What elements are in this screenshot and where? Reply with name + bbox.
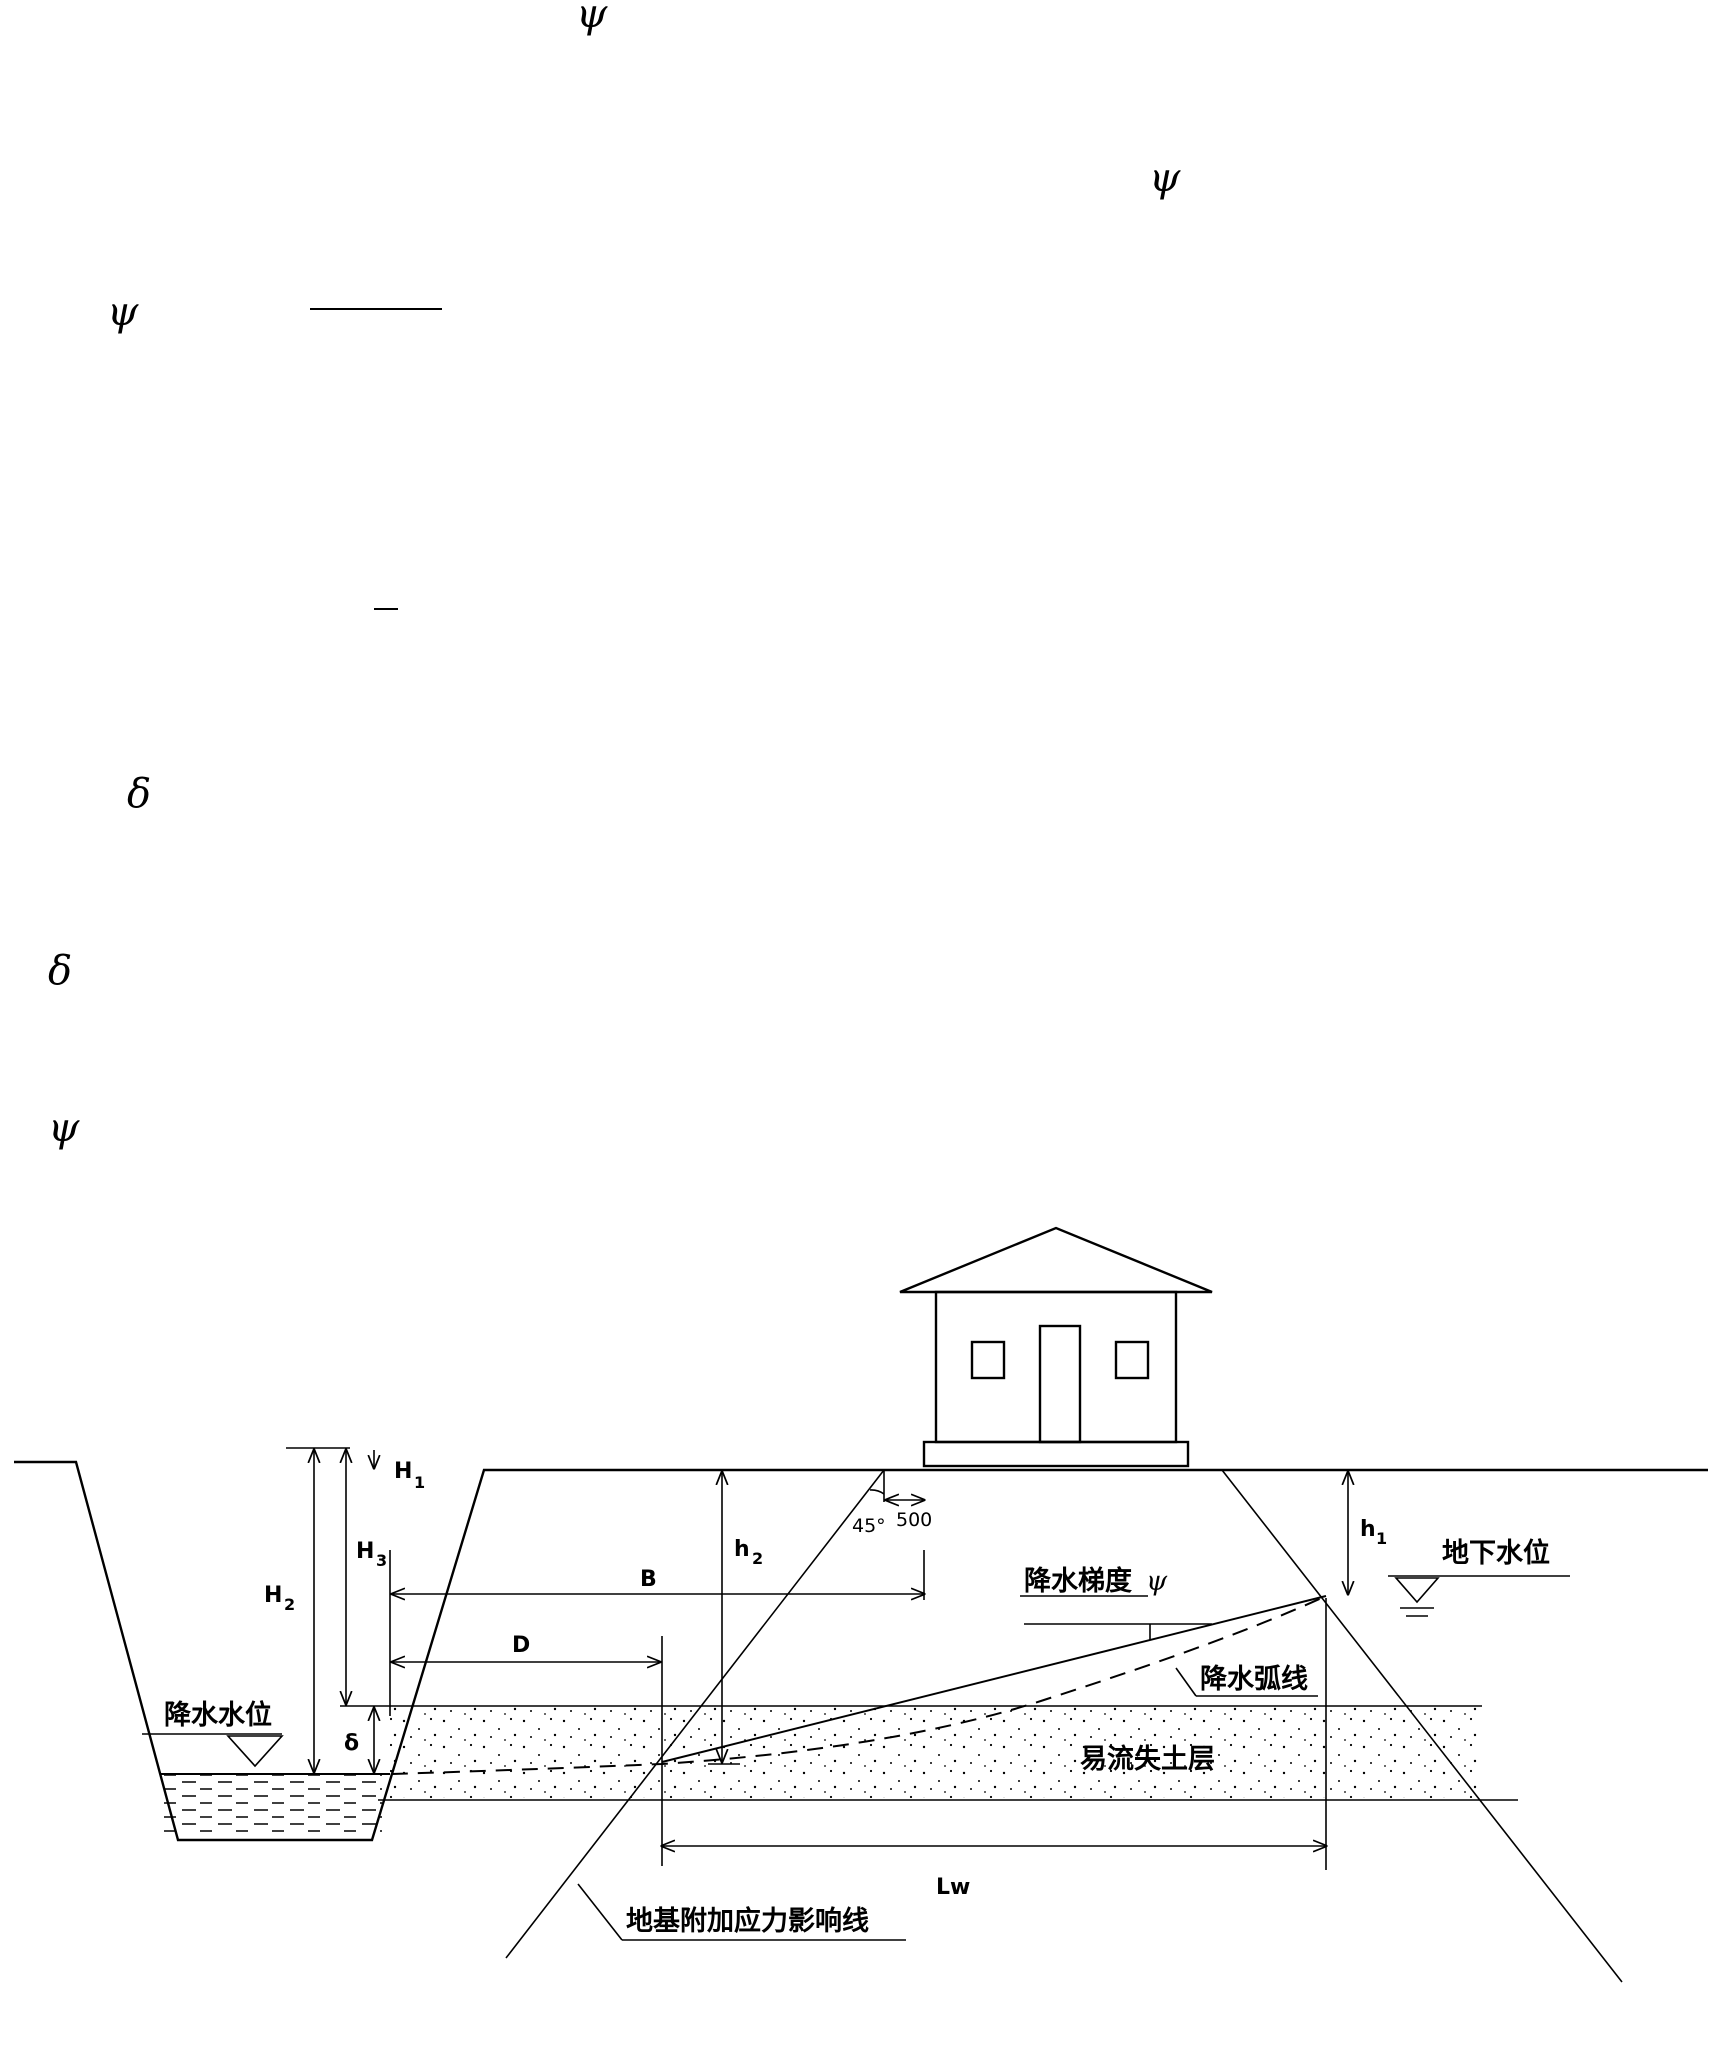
label-h2-main: h	[734, 1537, 750, 1562]
label-500: 500	[896, 1509, 932, 1531]
erodible-soil-layer	[390, 1706, 1482, 1798]
label-groundwater-level: 地下水位	[1442, 1537, 1550, 1569]
house-window-right	[1114, 1340, 1150, 1380]
label-H2-main: H	[264, 1583, 282, 1608]
label-angle: 45°	[852, 1515, 886, 1537]
label-h2-sub: 2	[752, 1549, 763, 1568]
label-foundation-stress-line: 地基附加应力影响线	[626, 1905, 869, 1937]
label-D: D	[512, 1633, 530, 1658]
angle-arc	[869, 1489, 885, 1495]
label-H1-sub: 1	[414, 1473, 425, 1492]
drawdown-gradient-line	[661, 1595, 1327, 1763]
label-drawdown-curve: 降水弧线	[1200, 1664, 1308, 1695]
house-roof	[899, 1226, 1213, 1294]
label-H2-sub: 2	[284, 1595, 295, 1614]
label-erodible-soil-layer: 易流失土层	[1080, 1744, 1215, 1775]
label-delta: δ	[344, 1731, 359, 1756]
psi-symbol-3: ψ	[107, 289, 139, 335]
ground-left-line	[14, 1460, 1708, 1842]
label-H1-main: H	[394, 1459, 412, 1484]
drawdown-curve	[391, 1595, 1327, 1775]
water-level-triangle-left	[226, 1735, 284, 1768]
label-h1-main: h	[1360, 1517, 1376, 1542]
fraction-bar	[310, 308, 442, 310]
label-drawdown-gradient-symbol: ψ	[1146, 1566, 1168, 1597]
overbar-mark	[374, 608, 398, 610]
delta-symbol-2: δ	[48, 948, 73, 994]
stress-line-right	[1221, 1469, 1623, 1983]
label-H3-sub: 3	[376, 1551, 387, 1570]
label-h1-sub: 1	[1376, 1529, 1387, 1548]
water-level-triangle-right	[1394, 1577, 1440, 1604]
psi-symbol-4: ψ	[48, 1105, 80, 1151]
delta-symbol-1: δ	[127, 771, 152, 817]
psi-symbol-2: ψ	[1149, 155, 1181, 201]
label-H3-main: H	[356, 1539, 374, 1564]
psi-symbol-1: ψ	[576, 0, 608, 37]
label-B: B	[640, 1567, 657, 1592]
ditch-water	[160, 1774, 382, 1836]
label-drawdown-gradient: 降水梯度	[1024, 1565, 1132, 1597]
label-drawdown-water-level: 降水水位	[164, 1699, 272, 1731]
label-Lw: Lw	[936, 1875, 970, 1900]
house-base	[922, 1440, 1190, 1468]
house-window-left	[970, 1340, 1006, 1380]
stress-line-left	[505, 1469, 885, 1959]
house-door	[1038, 1324, 1082, 1444]
